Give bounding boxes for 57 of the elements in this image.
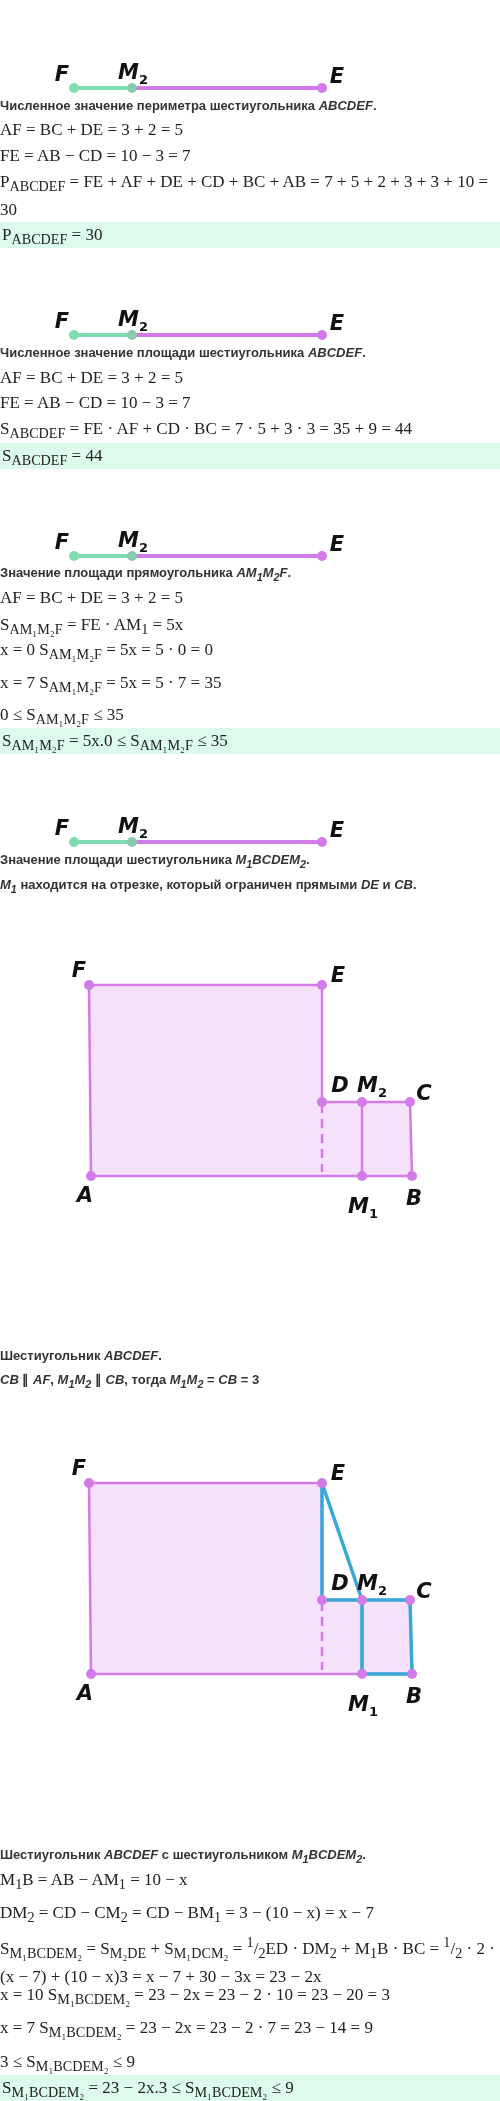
point-label: C: [416, 1082, 432, 1104]
point-label: M$_{2}$: [118, 815, 148, 841]
point-label: D: [331, 1074, 349, 1096]
point-label: M$_{1}$: [348, 1693, 378, 1719]
point-label: F: [71, 959, 87, 981]
text-line: Значение площади шестиугольника M$_{1}$BCDEM$_{2}$.: [0, 851, 311, 872]
text-line: Численное значение периметра шестиугольника ABCDEF.: [0, 97, 378, 115]
point-label: M$_{2}$: [118, 529, 148, 555]
point-label: F: [71, 1457, 87, 1479]
point-label: F: [54, 63, 70, 85]
point-label: C: [416, 1580, 432, 1602]
formula: x = 0 S$_{AM₁M₂F}$ = 5x = 5 · 0 = 0: [0, 639, 214, 665]
formula: P$_{ABCDEF}$ = FE + AF + DE + CD + BC + AB = 7 + 5 + 2 + 3 + 3 + 10 = 30: [0, 171, 489, 222]
formula: x = 7 S$_{AM₁M₂F}$ = 5x = 5 · 7 = 35: [0, 672, 223, 698]
point-label: E: [330, 1462, 346, 1484]
formula: FE = AB − CD = 10 − 3 = 7: [0, 145, 192, 167]
point-label: A: [76, 1682, 94, 1704]
text-line: Численное значение площади шестиугольника ABCDEF.: [0, 344, 367, 362]
point-label: B: [406, 1187, 422, 1209]
point-label: F: [54, 531, 70, 553]
formula: 0 ≤ S$_{AM₁M₂F}$ ≤ 35: [0, 704, 125, 730]
point-label: F: [54, 817, 70, 839]
text-line: Значение площади прямоугольника AM$_{1}$M$_{2}$F.: [0, 564, 293, 585]
point-label: B: [406, 1685, 422, 1707]
text-line: M$_{1}$ находится на отрезке, который ограничен прямыми DE и CB.: [0, 876, 418, 897]
answer-text: S$_{ABCDEF}$ = 44: [1, 446, 103, 465]
point-label: M$_{2}$: [118, 61, 148, 87]
formula: 3 ≤ S$_{M₁BCDEM₂}$ ≤ 9: [0, 2051, 136, 2077]
point-label: E: [329, 533, 345, 555]
point-label: M$_{1}$: [348, 1195, 378, 1221]
formula: S$_{AM₁M₂F}$ = FE · AM$_{1}$ = 5x: [0, 614, 185, 640]
point-label: M$_{2}$: [357, 1074, 387, 1100]
point-label: E: [329, 65, 345, 87]
text-line: Шестиугольник ABCDEF с шестиугольником M$_{1}$BCDEM$_{2}$.: [0, 1846, 367, 1867]
text-line: Шестиугольник ABCDEF.: [0, 1347, 163, 1365]
answer-band: [0, 222, 500, 248]
text-line: CB ∥ AF, M$_{1}$M$_{2}$ ∥ CB, тогда M$_{1}$M$_{2}$ = CB = 3: [0, 1371, 261, 1392]
formula: AF = BC + DE = 3 + 2 = 5: [0, 367, 184, 389]
formula: M$_{1}$B = AB − AM$_{1}$ = 10 − x: [0, 1869, 189, 1895]
point-label: A: [76, 1184, 94, 1206]
answer-band: [0, 728, 500, 754]
formula: x = 7 S$_{M₁BCDEM₂}$ = 23 − 2x = 23 − 2 · 7 = 23 − 14 = 9: [0, 2017, 374, 2043]
formula: FE = AB − CD = 10 − 3 = 7: [0, 392, 192, 414]
answer-band: [0, 2075, 500, 2101]
answer-band: [0, 443, 500, 469]
formula: DM$_{2}$ = CD − CM$_{2}$ = CD − BM$_{1}$ = 3 − (10 − x) = x − 7: [0, 1902, 375, 1928]
point-label: E: [329, 819, 345, 841]
point-label: M$_{2}$: [118, 308, 148, 334]
answer-text: P$_{ABCDEF}$ = 30: [1, 225, 103, 244]
point-label: F: [54, 310, 70, 332]
point-label: E: [330, 964, 346, 986]
point-label: E: [329, 312, 345, 334]
formula: S$_{ABCDEF}$ = FE · AF + CD · BC = 7 · 5 + 3 · 3 = 35 + 9 = 44: [0, 418, 413, 444]
point-label: D: [331, 1572, 349, 1594]
point-label: M$_{2}$: [357, 1572, 387, 1598]
formula: AF = BC + DE = 3 + 2 = 5: [0, 119, 184, 141]
formula: AF = BC + DE = 3 + 2 = 5: [0, 587, 184, 609]
